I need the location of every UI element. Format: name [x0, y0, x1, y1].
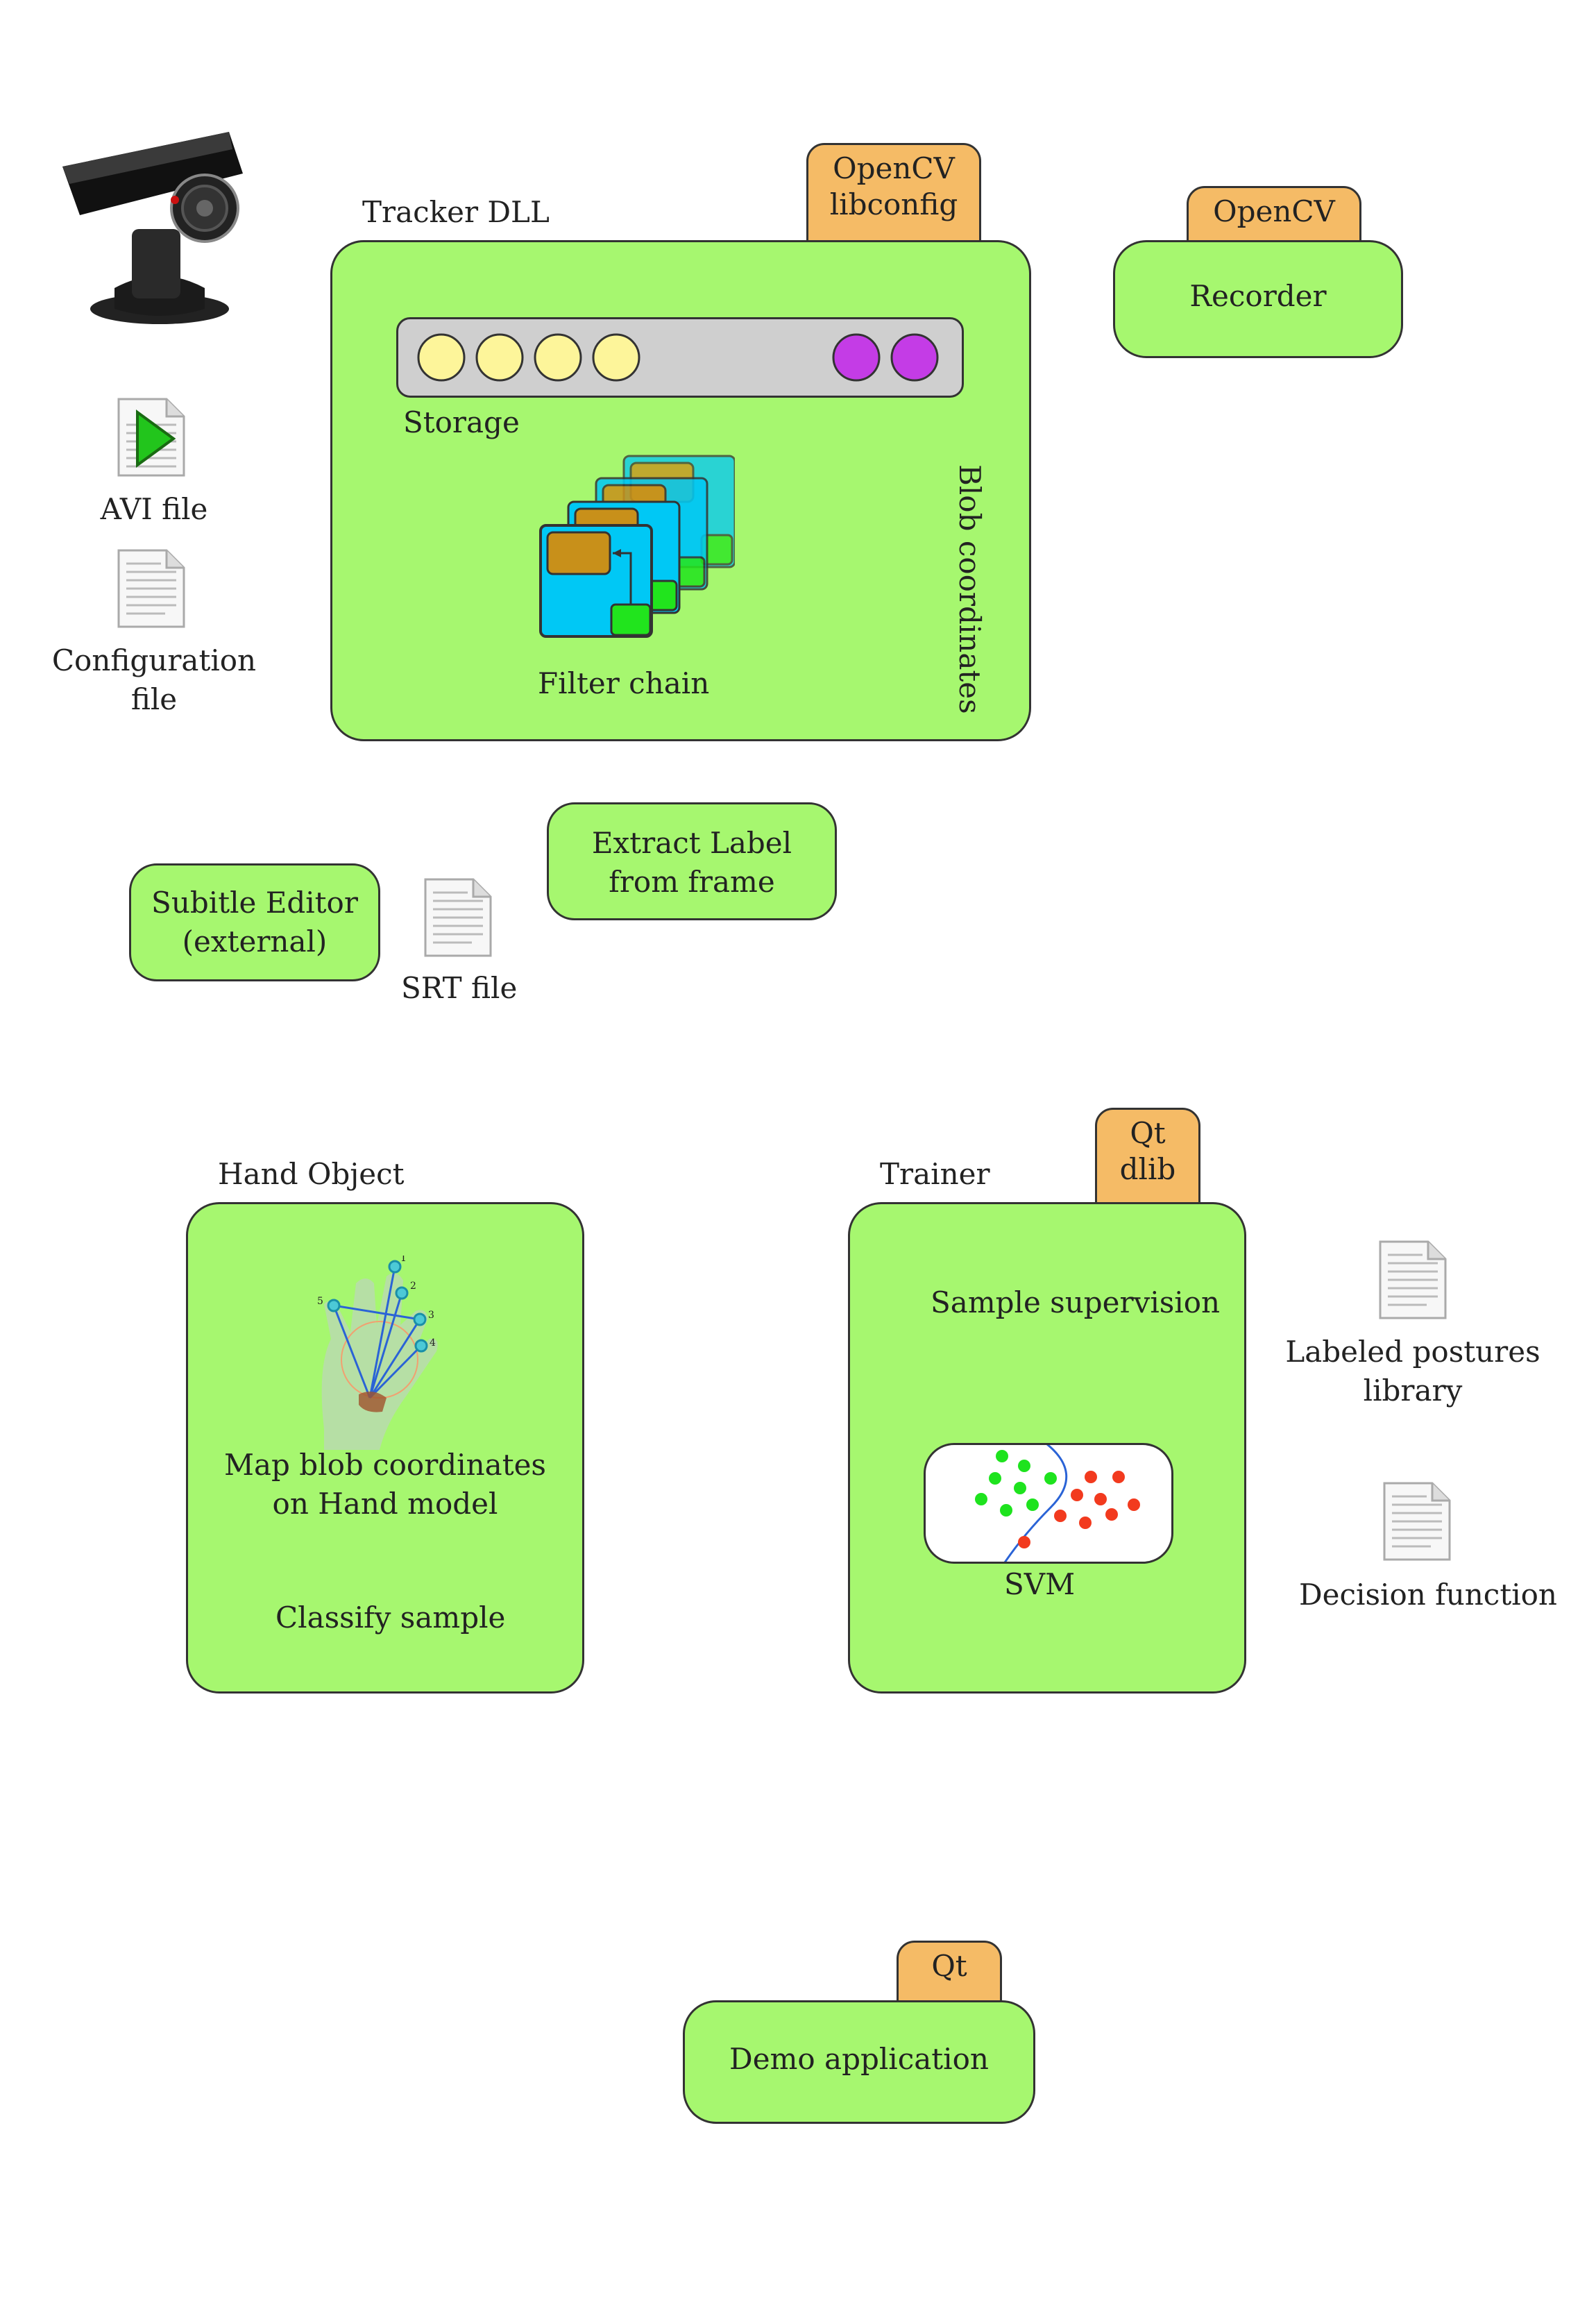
classify-sample-label: Classify sample — [275, 1601, 506, 1635]
subtitle-editor-box: Subitle Editor (external) — [129, 863, 380, 981]
map-blob-label: Map blob coordinates on Hand model — [224, 1448, 546, 1521]
storage-label: Storage — [403, 405, 520, 439]
configuration-file-icon — [117, 549, 185, 628]
avi-file-label: AVI file — [100, 492, 208, 526]
recorder-box: Recorder — [1113, 240, 1403, 358]
finger-number: 2 — [410, 1281, 416, 1292]
blob-coordinates-label: Blob coordinates — [953, 464, 987, 714]
finger-number: 3 — [428, 1310, 434, 1321]
recorder-label: Recorder — [1189, 279, 1327, 313]
sample-supervision-label: Sample supervision — [931, 1285, 1221, 1319]
labeled-postures-file-icon — [1379, 1240, 1447, 1319]
svm-label: SVM — [1004, 1567, 1076, 1601]
trainer-title: Trainer — [880, 1157, 990, 1191]
avi-file-icon — [117, 398, 185, 477]
hand-object-box: 1 2 3 4 5 Map blob coordinates on Hand m… — [186, 1202, 584, 1694]
filter-chain-label: Filter chain — [538, 666, 710, 700]
decision-function-file-icon — [1383, 1482, 1451, 1561]
storage-slot — [890, 333, 939, 382]
storage-slot — [417, 333, 466, 382]
recorder-lib-tab: OpenCV — [1187, 186, 1361, 248]
storage-bar — [396, 317, 964, 398]
decision-function-label: Decision function — [1299, 1578, 1557, 1612]
configuration-file-label: Configuration file — [51, 643, 257, 716]
hand-model-icon: 1 2 3 4 5 — [317, 1256, 438, 1450]
storage-slot — [475, 333, 524, 382]
storage-slot — [534, 333, 582, 382]
demo-application-label: Demo application — [729, 2042, 989, 2076]
trainer-libs-tab: Qt dlib — [1095, 1108, 1200, 1212]
finger-number: 4 — [430, 1337, 436, 1349]
finger-number: 1 — [400, 1256, 407, 1264]
demo-application-box: Demo application — [683, 2000, 1035, 2124]
filter-chain-diagram — [539, 455, 735, 638]
storage-slot — [832, 333, 881, 382]
labeled-postures-label: Labeled postures library — [1285, 1335, 1540, 1408]
extract-label-box: Extract Label from frame — [547, 802, 837, 920]
hand-object-title: Hand Object — [218, 1157, 405, 1191]
tracker-dll-box: Storage Filter chain Blob coordinates — [330, 240, 1031, 741]
tracker-libs-tab: OpenCV libconfig — [806, 143, 981, 247]
srt-file-icon — [424, 878, 492, 957]
camera-icon — [62, 132, 243, 324]
storage-slot — [592, 333, 640, 382]
trainer-box: Sample supervision SVM — [848, 1202, 1246, 1694]
srt-file-label: SRT file — [401, 971, 518, 1005]
demo-lib-tab: Qt — [897, 1941, 1002, 2007]
finger-number: 5 — [317, 1296, 323, 1307]
svm-panel — [924, 1443, 1173, 1564]
tracker-dll-title: Tracker DLL — [362, 195, 550, 229]
